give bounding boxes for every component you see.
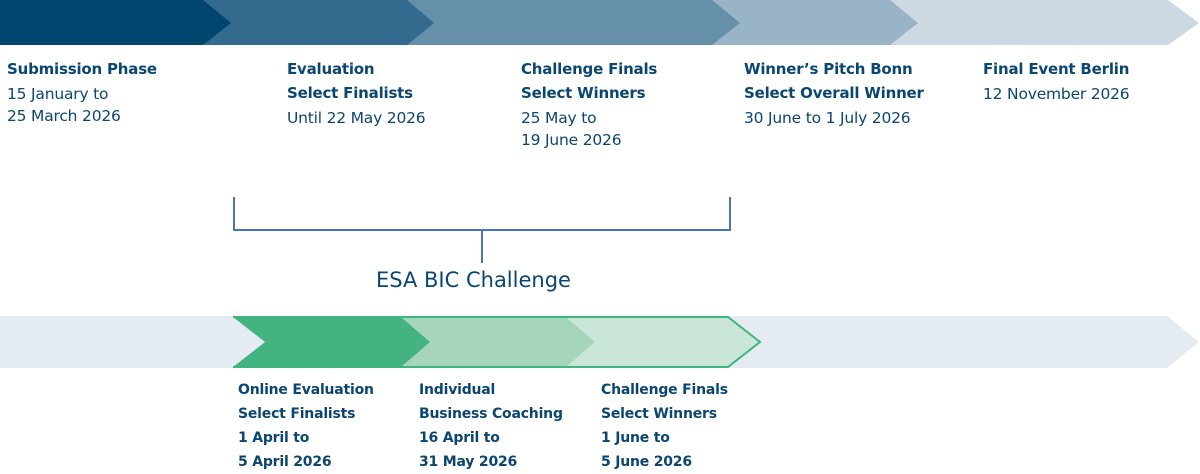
phase-title: Individual [419, 382, 496, 398]
phase-dates: 1 June to [601, 430, 670, 446]
top-chevron-3 [407, 0, 740, 45]
phase-title: Winner’s Pitch Bonn [744, 60, 913, 78]
phase-dates: 25 May to [521, 109, 597, 127]
phase-dates: 25 March 2026 [7, 107, 121, 125]
top-chevron-1 [0, 0, 231, 45]
phase-dates: 12 November 2026 [983, 85, 1130, 103]
phase-challenge-finals: Challenge Finals Select Winners 25 May t… [521, 57, 657, 151]
phase-winners-pitch: Winner’s Pitch Bonn Select Overall Winne… [744, 57, 924, 129]
bottom-timeline-band [0, 316, 1199, 368]
phase-dates: 15 January to [7, 85, 109, 103]
phase-title: Online Evaluation [238, 382, 374, 398]
subphase-challenge-finals: Challenge Finals Select Winners 1 June t… [601, 378, 728, 474]
phase-title: Challenge Finals [601, 382, 728, 398]
esa-bic-challenge-label: ESA BIC Challenge [376, 268, 571, 292]
phase-subtitle: Select Finalists [238, 406, 356, 422]
phase-dates: Until 22 May 2026 [287, 109, 426, 127]
bottom-chevron-1 [233, 317, 430, 367]
phase-dates: 31 May 2026 [419, 454, 518, 470]
bottom-chevron-2 [401, 317, 595, 367]
phase-subtitle: Select Winners [521, 84, 646, 102]
challenge-bracket [233, 197, 731, 263]
phase-dates: 30 June to 1 July 2026 [744, 109, 911, 127]
phase-dates: 5 June 2026 [601, 454, 692, 470]
phase-dates: 19 June 2026 [521, 131, 622, 149]
phase-title: Submission Phase [7, 60, 157, 78]
phase-dates: 16 April to [419, 430, 500, 446]
phase-final-event: Final Event Berlin 12 November 2026 [983, 57, 1130, 105]
bracket-line [233, 197, 731, 231]
subphase-business-coaching: Individual Business Coaching 16 April to… [419, 378, 563, 474]
top-chevron-5 [890, 0, 1199, 45]
subphase-online-evaluation: Online Evaluation Select Finalists 1 Apr… [238, 378, 374, 474]
phase-subtitle: Select Overall Winner [744, 84, 924, 102]
top-chevron-4 [712, 0, 918, 45]
top-timeline-band [0, 0, 1199, 45]
phase-dates: 5 April 2026 [238, 454, 332, 470]
phase-title: Evaluation [287, 60, 375, 78]
bottom-chevron-outline [233, 316, 762, 368]
phase-subtitle: Select Winners [601, 406, 717, 422]
phase-subtitle: Business Coaching [419, 406, 563, 422]
phase-dates: 1 April to [238, 430, 310, 446]
phase-title: Final Event Berlin [983, 60, 1130, 78]
phase-evaluation: Evaluation Select Finalists Until 22 May… [287, 57, 426, 129]
top-chevron-2 [203, 0, 434, 45]
phase-subtitle: Select Finalists [287, 84, 413, 102]
bottom-chevron-3 [566, 317, 760, 367]
phase-title: Challenge Finals [521, 60, 658, 78]
phase-submission: Submission Phase 15 January to 25 March … [7, 57, 157, 127]
